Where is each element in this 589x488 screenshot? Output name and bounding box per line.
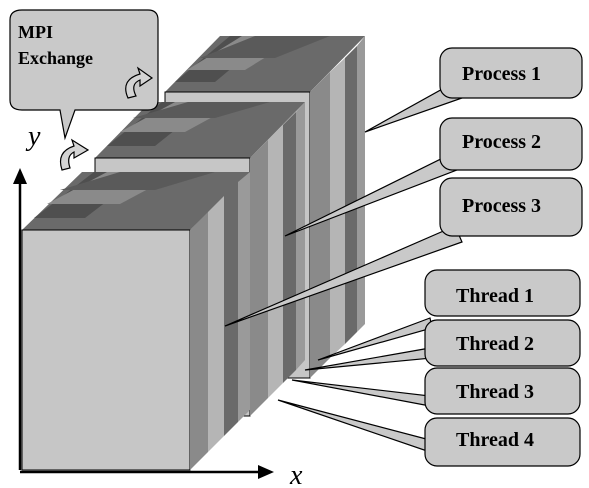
- block-3-top-stripe: [60, 172, 215, 190]
- x-axis-arrowhead: [258, 465, 274, 479]
- mpi-label-line2: Exchange: [18, 48, 93, 68]
- block-3-front-face: [21, 229, 191, 471]
- block-2-side-stripe: [250, 140, 268, 416]
- thread-3-box: [424, 367, 581, 415]
- process-2-label: Process 2: [462, 131, 541, 153]
- process-3-label: Process 3: [462, 195, 541, 217]
- thread-2-label: Thread 2: [456, 333, 534, 355]
- thread-callout-4: Thread 4: [277, 399, 581, 467]
- block-2-top-stripe: [133, 102, 270, 118]
- block-1-top-stripe: [200, 36, 330, 58]
- thread-2-box: [424, 319, 581, 367]
- block-3-side-stripe: [238, 172, 250, 422]
- thread-3-label: Thread 3: [456, 381, 534, 403]
- exchange-arrow-icon: [125, 66, 154, 99]
- process-callout-1: Process 1: [364, 47, 583, 133]
- thread-3-pointer: [291, 379, 431, 407]
- mpi-bubble-shape: [9, 9, 159, 141]
- process-3-box: [439, 177, 583, 237]
- block-3-side-stripe: [224, 182, 238, 436]
- exchange-arrow-icon: [59, 138, 90, 171]
- mpi-exchange-callout: MPI Exchange: [9, 9, 159, 171]
- axes: y x: [13, 121, 303, 488]
- block-1-side-stripe: [310, 72, 330, 378]
- thread-1-box: [424, 269, 581, 317]
- thread-1-label: Thread 1: [456, 285, 534, 307]
- thread-callout-2: Thread 2: [304, 319, 581, 371]
- thread-4-label: Thread 4: [456, 429, 534, 451]
- block-1-side-stripe: [345, 46, 357, 344]
- block-2-side-stripe: [268, 125, 283, 398]
- thread-4-pointer: [277, 399, 431, 453]
- y-axis-arrowhead: [13, 168, 27, 184]
- y-axis-label: y: [25, 121, 41, 152]
- process-callout-2: Process 2: [284, 117, 583, 237]
- block-1-side-stripe: [357, 36, 365, 332]
- block-2-side-stripe: [283, 112, 296, 383]
- mpi-label-line1: MPI: [18, 22, 53, 42]
- thread-callout-3: Thread 3: [291, 367, 581, 415]
- block-3-side-stripe: [208, 196, 224, 452]
- block-3-side-stripe: [190, 212, 208, 470]
- process-block-3: [21, 172, 250, 471]
- process-1-box: [439, 47, 583, 99]
- process-callout-3: Process 3: [224, 177, 583, 327]
- process-2-box: [439, 117, 583, 171]
- thread-4-box: [424, 417, 581, 467]
- process-1-label: Process 1: [462, 63, 541, 85]
- x-axis-label: x: [289, 460, 303, 488]
- block-2-side-stripe: [296, 102, 305, 370]
